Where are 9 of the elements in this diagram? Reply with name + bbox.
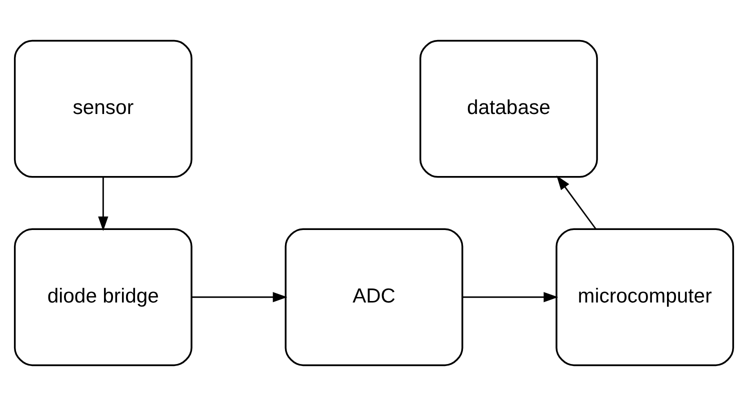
node-box: database (419, 39, 598, 178)
arrow (192, 292, 288, 302)
node-box: sensor (14, 39, 192, 178)
node-box: microcomputer (556, 228, 734, 366)
node-box: ADC (284, 228, 464, 366)
arrow (98, 176, 108, 231)
arrow (462, 292, 558, 302)
node-box: diode bridge (14, 228, 192, 366)
arrow (556, 174, 596, 229)
